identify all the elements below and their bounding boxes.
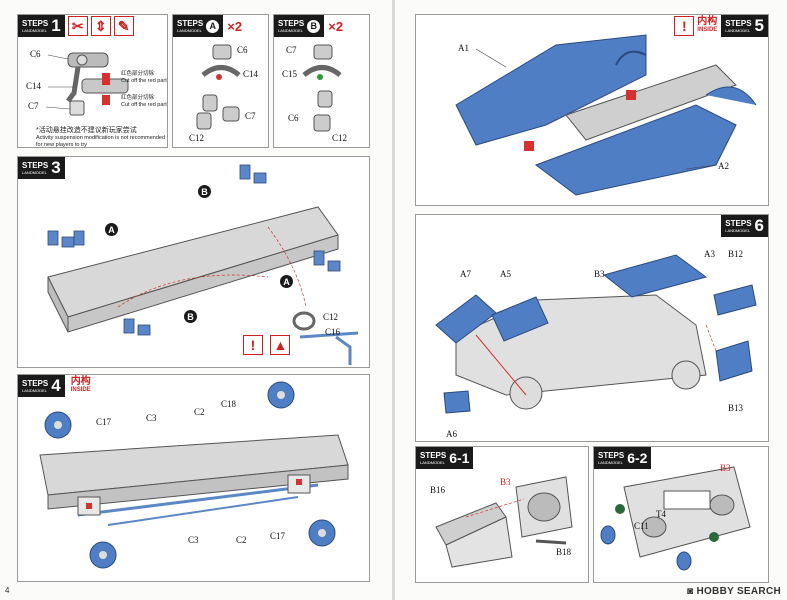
warning-icon: ! xyxy=(243,335,263,355)
marker-a: A xyxy=(280,275,293,288)
label-c3: C3 xyxy=(188,535,199,545)
label-c7: C7 xyxy=(286,45,297,55)
marker-a: A xyxy=(105,223,118,236)
step-1-drawing xyxy=(45,52,129,116)
warning-icon: ! xyxy=(674,16,695,36)
label-b3: B3 xyxy=(594,269,605,279)
label-c18: C18 xyxy=(221,399,237,409)
label-c6: C6 xyxy=(30,49,41,59)
label-a5: A5 xyxy=(500,269,511,279)
label-c7: C7 xyxy=(28,101,39,111)
step-4-drawing xyxy=(39,381,349,569)
label-b12: B12 xyxy=(728,249,744,259)
step-a-drawing xyxy=(196,44,241,130)
step-6-2-drawing xyxy=(600,466,751,571)
label-c12: C12 xyxy=(189,133,205,143)
label-c17: C17 xyxy=(96,417,112,427)
warning-note: *活动悬挂改造不建议新玩家尝试 Activity suspension modi… xyxy=(36,127,166,148)
step-b-drawing xyxy=(302,44,342,132)
page-gutter xyxy=(392,0,395,600)
label-a1: A1 xyxy=(458,43,469,53)
label-c3: C3 xyxy=(146,413,157,423)
label-b16: B16 xyxy=(430,485,446,495)
tool-icons: ! ▲ xyxy=(240,335,291,355)
cut-tool-icon: ✂ xyxy=(67,16,88,36)
label-b3: B3 xyxy=(720,463,731,473)
label-c14: C14 xyxy=(243,69,259,79)
label-c12: C12 xyxy=(323,312,339,322)
label-c14: C14 xyxy=(26,81,42,91)
label-c15: C15 xyxy=(282,69,298,79)
label-a3: A3 xyxy=(704,249,715,259)
step-6-1-drawing xyxy=(435,476,573,568)
label-c2: C2 xyxy=(194,407,205,417)
camera-icon: ◙ xyxy=(687,586,694,597)
label-c2: C2 xyxy=(236,535,247,545)
label-c6: C6 xyxy=(237,45,248,55)
label-c6: C6 xyxy=(288,113,299,123)
label-c16: C16 xyxy=(325,327,341,337)
step-5-drawing xyxy=(455,34,757,196)
label-c12: C12 xyxy=(332,133,348,143)
watermark: ◙ HOBBY SEARCH xyxy=(687,586,781,597)
marker-b: B xyxy=(198,185,211,198)
label-a7: A7 xyxy=(460,269,471,279)
page-number: 4 xyxy=(5,586,10,595)
step-6-drawing xyxy=(435,254,757,414)
marker-b: B xyxy=(184,310,197,323)
label-c11: C11 xyxy=(634,521,649,531)
label-b18: B18 xyxy=(556,547,572,557)
label-b13: B13 xyxy=(728,403,744,413)
label-a6: A6 xyxy=(446,429,457,439)
label-b3: B3 xyxy=(500,477,511,487)
label-a2: A2 xyxy=(718,161,729,171)
step-3-drawing xyxy=(47,164,359,365)
label-c17: C17 xyxy=(270,531,286,541)
knife-tool-icon: ✎ xyxy=(113,16,134,36)
label-c7: C7 xyxy=(245,111,256,121)
file-tool-icon: ⇕ xyxy=(90,16,111,36)
glue-icon: ▲ xyxy=(270,335,291,355)
label-t4: T4 xyxy=(656,509,666,519)
